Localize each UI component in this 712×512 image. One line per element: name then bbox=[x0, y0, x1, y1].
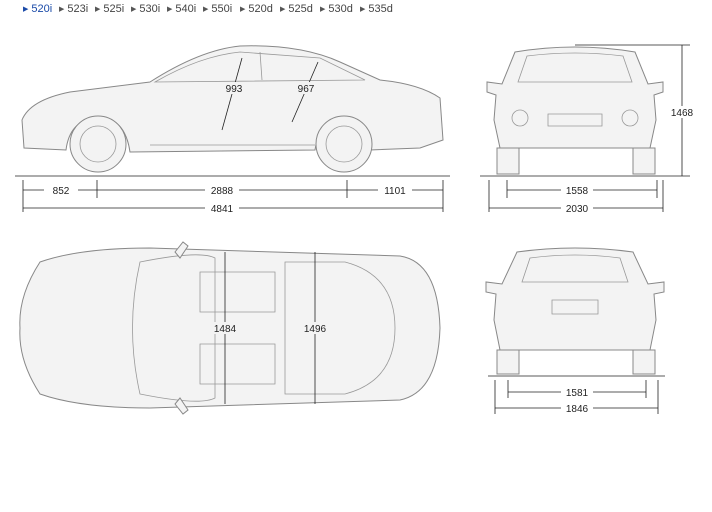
front-overhang-label: 852 bbox=[53, 186, 70, 197]
tab-530d[interactable]: ▶530d bbox=[320, 3, 353, 15]
rear-shoulder-label: 1496 bbox=[304, 324, 327, 335]
front-shoulder-label: 1484 bbox=[214, 324, 237, 335]
tab-523i[interactable]: ▶523i bbox=[59, 3, 89, 15]
length-label: 4841 bbox=[211, 204, 234, 215]
arrow-right-icon: ▶ bbox=[95, 6, 101, 13]
width-label: 1846 bbox=[566, 404, 589, 415]
arrow-right-icon: ▶ bbox=[59, 6, 65, 13]
tab-520i[interactable]: ▶520i bbox=[23, 3, 53, 15]
arrow-right-icon: ▶ bbox=[240, 6, 246, 13]
height-label: 1468 bbox=[671, 108, 694, 119]
tab-525d[interactable]: ▶525d bbox=[280, 3, 313, 15]
tab-550i[interactable]: ▶550i bbox=[203, 3, 233, 15]
width-mirrors-label: 2030 bbox=[566, 204, 589, 215]
tab-540i[interactable]: ▶540i bbox=[167, 3, 197, 15]
tab-525i[interactable]: ▶525i bbox=[95, 3, 125, 15]
top-view: 1484 1496 bbox=[19, 241, 441, 415]
tab-535d[interactable]: ▶535d bbox=[360, 3, 393, 15]
arrow-right-icon: ▶ bbox=[360, 6, 366, 13]
arrow-right-icon: ▶ bbox=[167, 6, 173, 13]
tab-530i[interactable]: ▶530i bbox=[131, 3, 161, 15]
wheelbase-label: 2888 bbox=[211, 186, 234, 197]
front-track-label: 1558 bbox=[566, 186, 589, 197]
tab-520d[interactable]: ▶520d bbox=[240, 3, 273, 15]
arrow-right-icon: ▶ bbox=[280, 6, 286, 13]
front-headroom-label: 993 bbox=[226, 84, 243, 95]
side-view: 852 2888 1101 4841 993 967 bbox=[15, 45, 450, 215]
arrow-right-icon: ▶ bbox=[203, 6, 209, 13]
rear-view: 1581 1846 bbox=[485, 247, 665, 415]
arrow-right-icon: ▶ bbox=[23, 6, 29, 13]
front-view: 1468 1558 2030 bbox=[480, 44, 697, 215]
arrow-right-icon: ▶ bbox=[131, 6, 137, 13]
rear-overhang-label: 1101 bbox=[384, 186, 406, 197]
rear-headroom-label: 967 bbox=[298, 84, 315, 95]
rear-track-label: 1581 bbox=[566, 388, 589, 399]
arrow-right-icon: ▶ bbox=[320, 6, 326, 13]
